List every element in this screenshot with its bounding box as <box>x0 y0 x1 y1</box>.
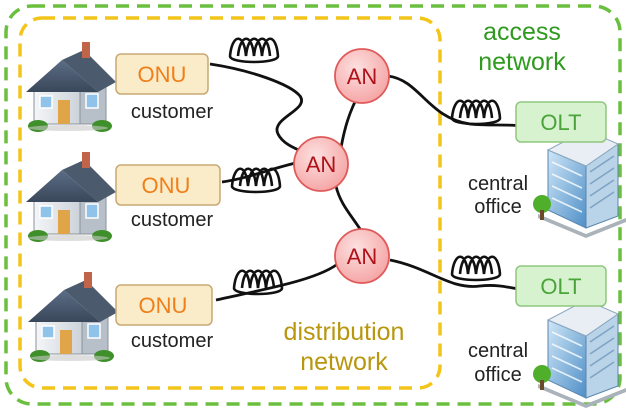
access-node-bottom: AN <box>334 228 390 284</box>
fiber-link-an-olt1 <box>387 74 525 128</box>
customer-caption: customer <box>131 209 214 231</box>
access-network-title-line2: network <box>478 48 566 76</box>
olt-label: OLT <box>540 274 581 299</box>
customer-caption: customer <box>131 330 214 352</box>
central-office-caption-line2: office <box>474 364 521 386</box>
customer-caption: customer <box>131 101 214 123</box>
central-office-caption-line2: office <box>474 196 521 218</box>
central-office-caption-line1: central <box>468 340 528 362</box>
fiber-link-an-an-bottom <box>334 185 364 233</box>
onu-label: ONU <box>138 62 187 87</box>
house-icon <box>27 271 119 363</box>
distribution-network-title-line2: network <box>300 348 388 376</box>
onu-1: ONU <box>115 53 209 95</box>
olt-2: OLT <box>515 265 607 307</box>
fiber-link-an-olt2 <box>389 258 525 292</box>
house-icon <box>25 151 117 243</box>
distribution-network-title-line1: distribution <box>284 318 405 346</box>
onu-label: ONU <box>139 293 188 318</box>
access-network-boundary <box>4 4 622 406</box>
onu-2: ONU <box>115 164 221 206</box>
fiber-link-onu1-an <box>209 62 313 158</box>
onu-3: ONU <box>115 284 213 326</box>
central-office-caption-line1: central <box>468 173 528 195</box>
fiber-coil-icon <box>450 255 502 282</box>
access-node-middle: AN <box>293 136 349 192</box>
an-label: AN <box>347 244 378 269</box>
an-label: AN <box>306 152 337 177</box>
office-building-icon <box>532 299 626 409</box>
office-building-icon <box>532 129 626 239</box>
olt-1: OLT <box>515 101 607 143</box>
house-icon <box>25 41 117 133</box>
onu-label: ONU <box>142 173 191 198</box>
an-label: AN <box>347 64 378 89</box>
fiber-coil-icon <box>230 167 282 194</box>
access-node-top: AN <box>334 48 390 104</box>
olt-label: OLT <box>540 110 581 135</box>
access-network-title-line1: access <box>483 18 561 46</box>
distribution-network-boundary <box>18 16 442 390</box>
fiber-link-onu3-an <box>215 260 341 302</box>
fiber-coil-icon <box>228 37 280 64</box>
